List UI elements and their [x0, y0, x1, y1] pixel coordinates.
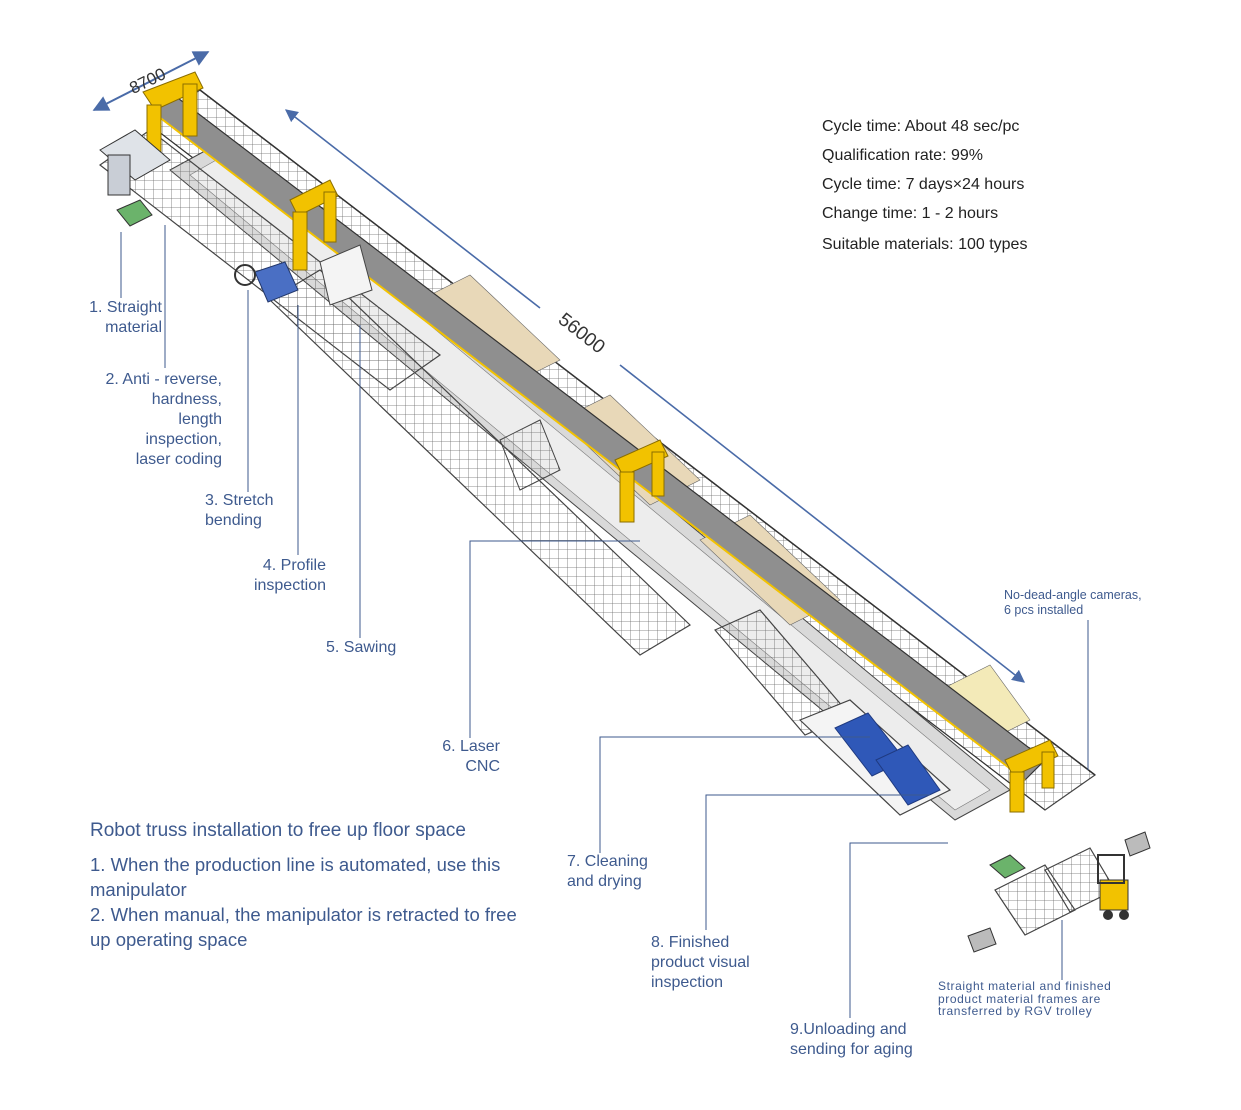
- gantry-icon: [614, 439, 669, 523]
- station-6-label: 6. Laser CNC: [442, 738, 500, 775]
- cleaning-drying-cabinet: [798, 699, 952, 816]
- rgv-note: Straight material and finished product m…: [938, 979, 1112, 1018]
- station-9-label: 9.Unloading and sending for aging: [790, 1021, 913, 1058]
- front-safety-fence: [98, 129, 851, 736]
- robot-truss-points: 1. When the production line is automated…: [90, 852, 520, 952]
- robot-truss-heading: Robot truss installation to free up floo…: [90, 820, 466, 841]
- spec-change-time: Change time: 1 - 2 hours: [822, 205, 999, 222]
- dimension-arrow-icon: [284, 109, 1026, 683]
- spec-operation-time: Cycle time: 7 days×24 hours: [822, 176, 1025, 193]
- station-1-label: 1. Straight material: [89, 299, 162, 336]
- robot-truss-point: 2. When manual, the manipulator is retra…: [90, 904, 517, 950]
- station-8-label: 8. Finished product visual inspection: [651, 934, 750, 991]
- material-frame-icon: [967, 831, 1151, 953]
- station-4-label: 4. Profile inspection: [253, 557, 326, 594]
- spec-cycle-time: Cycle time: About 48 sec/pc: [822, 118, 1020, 135]
- loading-station-machine: [99, 129, 561, 491]
- forklift-icon: [1097, 854, 1129, 920]
- station-7-label: 7. Cleaning and drying: [567, 853, 648, 890]
- leader-lines: [120, 225, 1089, 1018]
- gantry-icon: [289, 179, 339, 271]
- robot-truss-beam: [149, 91, 1046, 781]
- spec-qualification-rate: Qualification rate: 99%: [822, 147, 983, 164]
- rgv-trolley-icon: [989, 847, 1116, 936]
- dimension-arrow-icon: [92, 51, 210, 111]
- station-3-label: 3. Stretch bending: [205, 492, 274, 529]
- length-dimension-label: 56000: [554, 309, 609, 358]
- robot-truss-point: 1. When the production line is automated…: [90, 854, 501, 900]
- spec-suitable-materials: Suitable materials: 100 types: [822, 236, 1028, 253]
- station-2-label: 2. Anti - reverse, hardness, length insp…: [105, 371, 223, 468]
- station-5-label: 5. Sawing: [326, 639, 397, 656]
- cameras-note: No-dead-angle cameras, 6 pcs installed: [1004, 588, 1142, 617]
- gantry-icon: [1004, 739, 1059, 813]
